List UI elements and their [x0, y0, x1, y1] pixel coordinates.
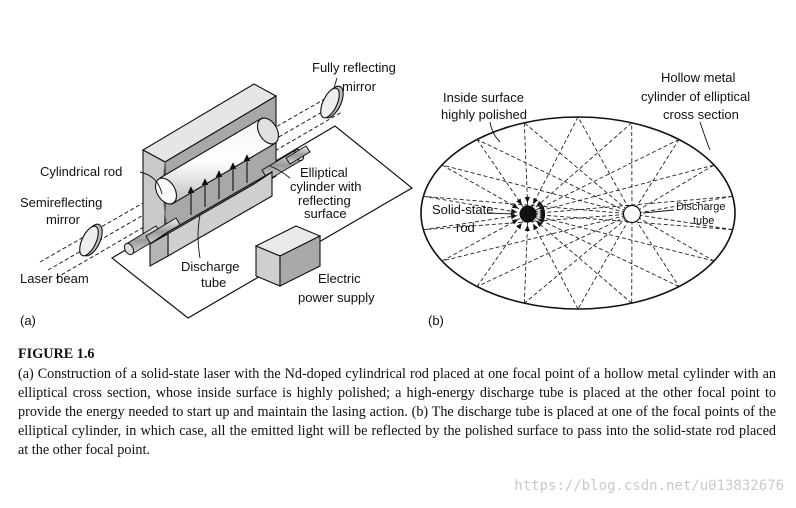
label-discharge-b-1: Discharge — [676, 201, 726, 213]
ray-out — [476, 139, 633, 215]
ray-arrowhead — [536, 200, 543, 207]
ray-in — [527, 213, 733, 231]
ray-in — [423, 213, 529, 231]
ray-in — [527, 195, 733, 215]
label-semireflecting-2: mirror — [46, 212, 81, 227]
label-semireflecting-1: Semireflecting — [20, 195, 102, 210]
ray-in — [523, 122, 529, 215]
label-discharge-1: Discharge — [181, 259, 240, 274]
panel-a-tag: (a) — [20, 313, 36, 328]
label-hollow-1: Hollow metal — [661, 70, 736, 85]
ray-arrowhead — [516, 223, 522, 230]
figure-number: FIGURE 1.6 — [18, 346, 95, 362]
label-inside-1: Inside surface — [443, 90, 524, 105]
label-cylindrical-rod: Cylindrical rod — [40, 164, 122, 179]
ray-arrowhead — [536, 221, 543, 228]
ray-arrowhead — [524, 196, 530, 204]
ray-arrowhead — [516, 198, 522, 205]
elliptical-reflector-front — [149, 171, 273, 267]
ray-arrowhead — [510, 208, 518, 214]
label-discharge-b-2: tube — [693, 215, 714, 227]
label-hollow-2: cylinder of elliptical — [641, 89, 750, 104]
ray-in — [527, 213, 579, 310]
panel-a-drawing — [39, 77, 414, 319]
ray-out — [423, 195, 633, 215]
label-hollow-3: cross section — [663, 107, 739, 122]
ray-out — [631, 139, 680, 215]
ray-out — [441, 164, 633, 215]
ray-arrowhead — [524, 224, 530, 232]
label-elliptical-3: reflecting — [298, 193, 351, 208]
figure-canvas: Fully reflecting mirror Cylindrical rod … — [20, 60, 750, 328]
label-elliptical-4: surface — [304, 206, 347, 221]
label-elliptical-1: Elliptical — [300, 165, 348, 180]
electric-power-supply — [254, 225, 322, 287]
ray-in — [527, 213, 632, 304]
caption-text: (a) Construction of a solid-state laser … — [18, 366, 776, 458]
ray-out — [524, 213, 633, 304]
ray-in — [527, 139, 680, 215]
ray-out — [631, 164, 715, 215]
label-laser-beam: Laser beam — [20, 271, 89, 286]
ray-out — [631, 213, 715, 262]
ray-out — [631, 195, 733, 215]
pump-light-arrows — [187, 154, 251, 215]
label-fully-reflecting-2: mirror — [342, 79, 377, 94]
ray-in — [527, 116, 579, 215]
panel-b-tag: (b) — [428, 313, 444, 328]
watermark: https://blog.csdn.net/u013832676 — [514, 478, 784, 494]
ray-out — [577, 213, 633, 310]
label-inside-2: highly polished — [441, 107, 527, 122]
ray-arrowhead — [511, 219, 519, 225]
ray-arrowhead — [533, 197, 539, 205]
ray-arrowhead — [537, 204, 545, 210]
ray-in — [423, 195, 529, 215]
figure-caption: FIGURE 1.6 (a) Construction of a solid-s… — [18, 345, 776, 460]
ray-in — [527, 213, 715, 262]
fully-reflecting-mirror — [320, 85, 344, 119]
ray-out — [524, 122, 633, 215]
ray-out — [577, 116, 633, 215]
ray-out — [631, 213, 733, 231]
discharge-tube-b — [622, 204, 642, 224]
leader-lines-b — [486, 121, 711, 215]
ray-arrowhead — [533, 223, 539, 231]
ray-arrowhead — [537, 218, 545, 224]
ray-out — [476, 213, 633, 287]
ray-arrowheads — [510, 196, 546, 232]
panel-b-drawing — [420, 116, 736, 310]
solid-state-rod — [519, 205, 537, 223]
ray-out — [441, 213, 633, 262]
label-electric-1: Electric — [318, 271, 361, 286]
ray-arrowhead — [511, 203, 519, 209]
label-discharge-2: tube — [201, 275, 226, 290]
label-electric-2: power supply — [298, 290, 375, 305]
ray-arrowhead — [510, 213, 518, 220]
ray-arrowhead — [538, 209, 546, 216]
semireflecting-mirror — [79, 223, 103, 257]
label-elliptical-2: cylinder with — [290, 179, 362, 194]
label-solid-2: rod — [456, 220, 475, 235]
cylindrical-rod — [154, 117, 280, 205]
label-fully-reflecting-1: Fully reflecting — [312, 60, 396, 75]
ray-in — [527, 122, 632, 215]
ray-in — [527, 213, 680, 287]
label-solid-1: Solid-state — [432, 202, 493, 217]
leader-lines-a — [139, 77, 338, 259]
ray-in — [441, 164, 529, 215]
ray-out — [631, 213, 680, 287]
